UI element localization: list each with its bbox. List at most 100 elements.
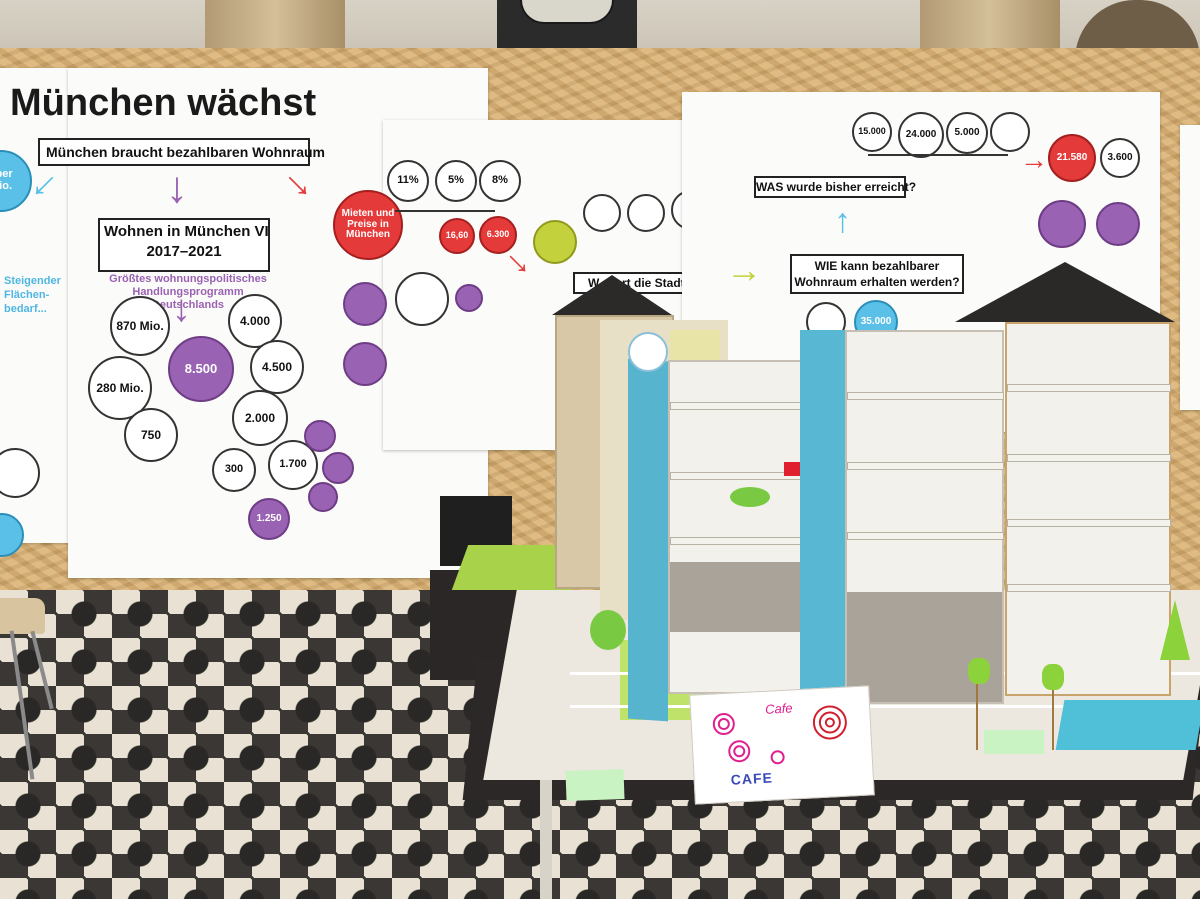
pct-8: 8% (492, 174, 508, 187)
circle-1660: 16,60 (439, 218, 475, 254)
circle-1700: 1.700 (268, 440, 318, 490)
circle-1250: 1.250 (248, 498, 290, 540)
value-750: 750 (140, 427, 162, 442)
floor-slab (1007, 519, 1171, 527)
purple-dot (304, 420, 336, 452)
budget-fed-circle: 280 Mio. (88, 356, 152, 420)
rents-circle: Mieten und Preise in München (333, 190, 403, 260)
value-2000: 2.000 (244, 410, 276, 425)
arrow-down: ↓ (166, 163, 188, 212)
circle-21580: 21.580 (1048, 134, 1096, 182)
blue-wall (800, 330, 850, 700)
tree (590, 610, 626, 650)
green-note (565, 768, 625, 802)
cafe-sign: Cafe CAFE (689, 685, 875, 805)
circle-300: 300 (212, 448, 256, 492)
floor-slab (847, 462, 1004, 470)
green-note (984, 730, 1044, 754)
tree (968, 658, 990, 684)
program-label: Wohnen in München VI (104, 223, 269, 240)
arrow-down-right: ↓ (273, 161, 319, 207)
arrow-up: ↑ (834, 202, 851, 240)
circle-8pct: 8% (479, 160, 521, 202)
connector-line (868, 154, 1008, 156)
pct-5: 5% (448, 174, 464, 187)
grey-box (847, 592, 1002, 702)
value-5000: 5.000 (954, 126, 980, 138)
blue-wall (628, 358, 668, 722)
building-5 (1005, 322, 1171, 696)
circle-3600: 3.600 (1100, 138, 1140, 178)
purple-dot (322, 452, 354, 484)
center-value: 8.500 (184, 361, 218, 377)
arrow-right-lime: → (726, 249, 762, 290)
floor-slab (847, 532, 1004, 540)
value-24000: 24.000 (905, 128, 937, 140)
value-4000: 4.000 (239, 313, 271, 328)
connector-line (395, 210, 495, 212)
side-fragment: Steigender Flächen-bedarf... (4, 275, 61, 315)
chair-seat (0, 598, 45, 634)
info-circle (0, 448, 40, 498)
blue-pond (1055, 700, 1200, 750)
floor-slab (1007, 454, 1171, 462)
value-3600: 3.600 (1107, 151, 1133, 163)
info-circle (990, 112, 1030, 152)
achieved-label: WAS wurde bisher erreicht? (754, 176, 916, 198)
tree-stick (1052, 690, 1054, 750)
circle-5pct: 5% (435, 160, 477, 202)
circle-2000: 2.000 (232, 390, 288, 446)
floor-slab (1007, 584, 1171, 592)
info-circle (627, 194, 665, 232)
lime-circle (533, 220, 577, 264)
value-1700: 1.700 (279, 458, 307, 471)
table-leg (540, 780, 552, 899)
poster-right-edge (1180, 125, 1200, 410)
value-15000: 15.000 (858, 126, 886, 137)
value-6300: 6.300 (486, 229, 510, 240)
budget-city-circle: 870 Mio. (110, 296, 170, 356)
roof-1 (552, 275, 672, 315)
tree-stick (976, 684, 978, 750)
purple-circle (1096, 202, 1140, 246)
value-35000: 35.000 (860, 315, 892, 327)
tree (1042, 664, 1064, 690)
building-3 (668, 360, 832, 694)
circle-24000: 24.000 (898, 112, 944, 158)
need-label: München braucht bezahlbaren Wohnraum (38, 138, 325, 166)
rents-label: Mieten und Preise in München (341, 208, 395, 241)
main-title: München wächst (10, 82, 317, 124)
budget-city: 870 Mio. (116, 318, 164, 333)
green-tree (730, 487, 770, 507)
purple-circle (343, 282, 387, 326)
circle-15000: 15.000 (852, 112, 892, 152)
purple-circle (343, 342, 387, 386)
roof-5 (955, 262, 1175, 322)
info-circle (395, 272, 449, 326)
program-box: Wohnen in München VI 2017–2021 (98, 218, 270, 272)
info-circle (583, 194, 621, 232)
program-years: 2017–2021 (146, 243, 222, 260)
value-4500: 4.500 (261, 359, 293, 374)
arrow-right: → (1020, 144, 1048, 175)
poster-muenchen-waechst: München wächst München braucht bezahlbar… (10, 68, 488, 578)
poster-left-edge: aberMio. Steigender Flächen-bedarf... (0, 68, 68, 557)
clock-face (520, 0, 614, 24)
circle-5000: 5.000 (946, 112, 988, 154)
circle-4000: 4.000 (228, 294, 282, 348)
building-4 (845, 330, 1004, 704)
arrow-down: ↓ (172, 288, 191, 330)
floor-slab (847, 392, 1004, 400)
center-circle: 8.500 (168, 336, 234, 402)
sign-text: CAFE (730, 769, 774, 788)
purple-dot (308, 482, 338, 512)
circle-4500: 4.500 (250, 340, 304, 394)
circle-11pct: 11% (387, 160, 429, 202)
circle-750: 750 (124, 408, 178, 462)
value-300: 300 (224, 463, 244, 476)
value-1660: 16,60 (445, 230, 469, 241)
blue-circle: aberMio. (0, 150, 32, 212)
arrow-down-right: ↓ (494, 240, 537, 283)
budget-fed: 280 Mio. (96, 380, 144, 395)
circle-6300: 6.300 (479, 216, 517, 254)
